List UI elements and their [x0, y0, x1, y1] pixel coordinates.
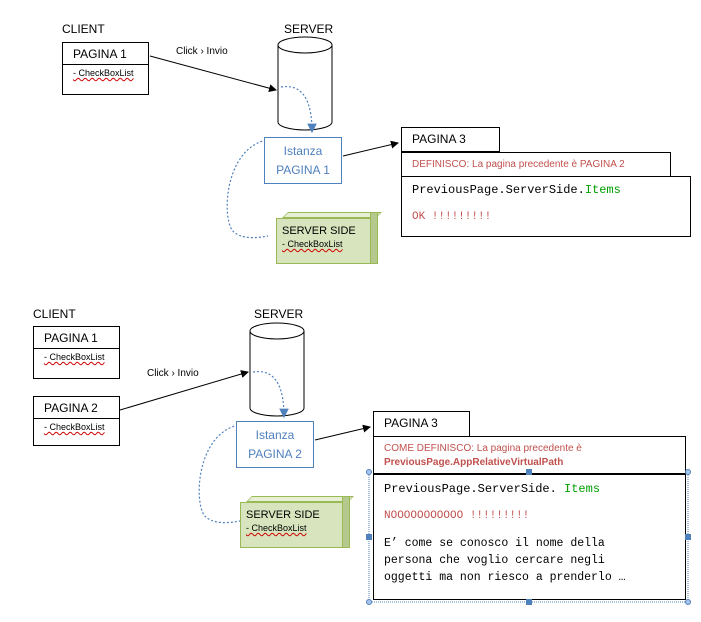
- resize-handle[interactable]: [685, 599, 691, 605]
- code-box-top: PreviousPage.ServerSide.Items OK !!!!!!!…: [401, 176, 691, 237]
- dotted-arrow-bottom: [252, 370, 289, 419]
- client-label-bottom: CLIENT: [33, 307, 76, 321]
- pagina1-title: PAGINA 1: [73, 47, 127, 61]
- server-label-bottom: SERVER: [254, 307, 304, 321]
- dotted-loop-top: [226, 139, 269, 239]
- server-cylinder-top: [277, 36, 333, 131]
- pagina3-title: PAGINA 3: [412, 132, 466, 146]
- server-cylinder-bottom: [249, 322, 305, 417]
- definisco-path: PreviousPage.AppRelativeVirtualPath: [384, 457, 564, 468]
- click-arrow-bottom: [119, 370, 249, 411]
- istanza-line1: Istanza: [283, 144, 323, 158]
- pagina3-tab-bottom: PAGINA 3: [373, 411, 470, 437]
- click-label-bottom: Click › Invio: [147, 368, 199, 379]
- pagina1-box-bottom: PAGINA 1 - CheckBoxList: [33, 326, 120, 379]
- result-text: NOOOOOOOOOOO !!!!!!!!!: [384, 510, 530, 522]
- server-side-title: SERVER SIDE: [246, 509, 320, 521]
- server-side-title: SERVER SIDE: [282, 225, 356, 237]
- result-text: OK !!!!!!!!!: [412, 211, 492, 223]
- server-label-top: SERVER: [284, 22, 334, 36]
- resize-handle[interactable]: [526, 469, 532, 475]
- resize-handle[interactable]: [526, 599, 532, 605]
- istanza-arrow-top: [342, 140, 399, 157]
- click-arrow-top: [149, 55, 277, 93]
- note-text: E’ come se conosco il nome della persona…: [384, 537, 626, 584]
- definisco-text: COME DEFINISCO: La pagina precedente è: [384, 443, 582, 454]
- pagina1-box-top: PAGINA 1 - CheckBoxList: [62, 42, 149, 95]
- istanza-arrow-bottom: [314, 424, 371, 441]
- istanza-line2: PAGINA 2: [248, 447, 302, 461]
- definisco-box-top: DEFINISCO: La pagina precedente è PAGINA…: [401, 152, 671, 177]
- istanza-line2: PAGINA 1: [276, 163, 330, 177]
- resize-handle[interactable]: [366, 534, 372, 540]
- pagina1-title: PAGINA 1: [44, 331, 98, 345]
- code-line: PreviousPage.ServerSide.Items: [412, 183, 621, 197]
- resize-handle[interactable]: [685, 469, 691, 475]
- code-box-bottom[interactable]: PreviousPage.ServerSide. Items NOOOOOOOO…: [373, 474, 686, 600]
- code-line: PreviousPage.ServerSide. Items: [384, 482, 601, 496]
- pagina3-tab-top: PAGINA 3: [401, 127, 500, 152]
- resize-handle[interactable]: [685, 534, 691, 540]
- checkboxlist-item: - CheckBoxList: [246, 523, 307, 533]
- istanza-line1: Istanza: [255, 428, 295, 442]
- pagina3-title: PAGINA 3: [384, 416, 438, 430]
- server-side-box-bottom: SERVER SIDE - CheckBoxList: [240, 496, 354, 548]
- click-label-top: Click › Invio: [176, 46, 228, 57]
- pagina2-title: PAGINA 2: [44, 401, 98, 415]
- client-label-top: CLIENT: [62, 22, 105, 36]
- resize-handle[interactable]: [366, 599, 372, 605]
- dotted-arrow-top: [280, 85, 317, 134]
- dotted-loop-bottom: [198, 424, 241, 524]
- pagina2-box-bottom: PAGINA 2 - CheckBoxList: [33, 396, 120, 446]
- checkboxlist-item: - CheckBoxList: [44, 422, 105, 432]
- checkboxlist-item: - CheckBoxList: [282, 239, 343, 249]
- resize-handle[interactable]: [366, 469, 372, 475]
- checkboxlist-item: - CheckBoxList: [44, 352, 105, 362]
- istanza-box-bottom: Istanza PAGINA 2: [236, 421, 314, 468]
- checkboxlist-item: - CheckBoxList: [73, 68, 134, 78]
- server-side-box-top: SERVER SIDE - CheckBoxList: [276, 212, 382, 264]
- definisco-text: DEFINISCO: La pagina precedente è PAGINA…: [412, 159, 625, 170]
- istanza-box-top: Istanza PAGINA 1: [264, 137, 342, 184]
